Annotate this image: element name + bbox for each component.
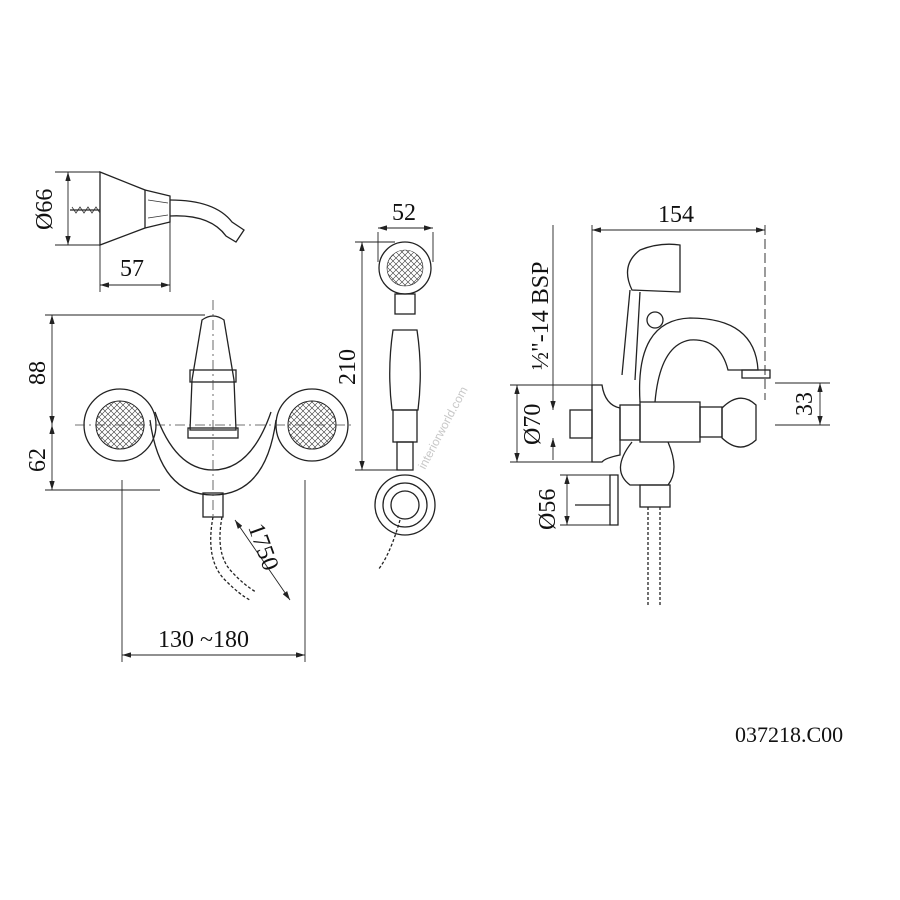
- faucet-front-view: 88 62 1750 130 ~180: [25, 300, 355, 662]
- hand-shower-view: 52 210 interiorworld.com: [335, 200, 471, 571]
- watermark: interiorworld.com: [415, 384, 470, 471]
- dim-centers: 130 ~180: [158, 627, 249, 653]
- dim-thread: ½"-14 BSP: [528, 262, 554, 371]
- dim-handshower-width: 52: [392, 200, 416, 226]
- dim-spout-height: 33: [792, 392, 818, 416]
- dim-holder-diameter: Ø56: [535, 489, 561, 530]
- shower-head-view: Ø66 57: [32, 171, 245, 292]
- faucet-side-view: 154 ½"-14 BSP Ø70 Ø56 33: [510, 202, 830, 605]
- dim-hose-length: 1750: [242, 520, 283, 574]
- dim-head-depth: 57: [120, 256, 144, 282]
- dim-height-upper: 88: [25, 361, 51, 385]
- dim-depth: 154: [658, 202, 694, 228]
- product-code: 037218.C00: [735, 722, 843, 747]
- dim-flange-diameter: Ø70: [520, 404, 546, 445]
- dim-head-diameter: Ø66: [32, 189, 58, 230]
- dim-handshower-length: 210: [335, 349, 361, 385]
- dim-height-lower: 62: [25, 448, 51, 472]
